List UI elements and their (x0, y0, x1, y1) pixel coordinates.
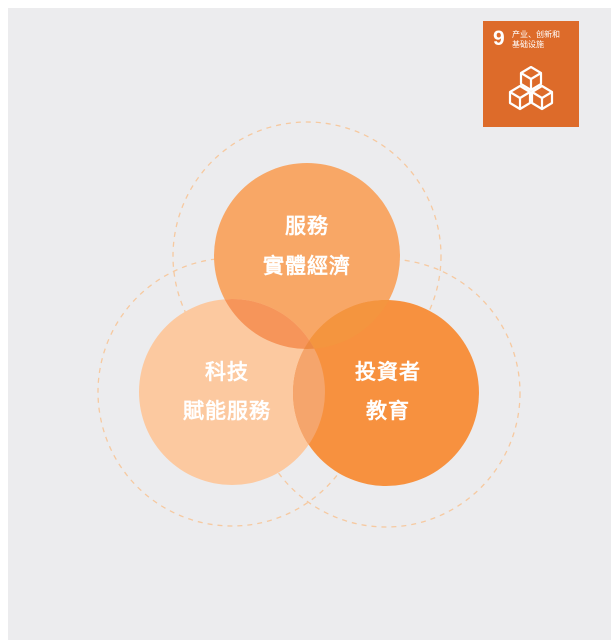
circle-left-label-line1: 科技 (205, 360, 249, 384)
circle-top (214, 163, 400, 349)
circle-right-label: 投資者 教育 (318, 360, 458, 423)
circle-left-label-line2: 賦能服務 (183, 399, 271, 423)
sdg-goal-title-line2: 基础设施 (512, 40, 544, 49)
stacked-cubes-icon (508, 66, 554, 111)
sdg-goal-number: 9 (493, 27, 505, 50)
sdg-goal-badge: 9 产业、创新和 基础设施 (483, 21, 579, 127)
circle-top-label-line2: 實體經濟 (263, 254, 351, 278)
sdg-goal-title: 产业、创新和 基础设施 (512, 30, 576, 50)
circle-top-label: 服務 實體經濟 (237, 214, 377, 278)
circle-right-label-line1: 投資者 (355, 360, 421, 384)
circle-right-label-line2: 教育 (366, 399, 410, 423)
circle-left-label: 科技 賦能服務 (157, 360, 297, 423)
circle-right (293, 300, 479, 486)
circle-top-label-line1: 服務 (285, 214, 329, 238)
sdg-goal-title-line1: 产业、创新和 (512, 30, 560, 39)
circle-left (139, 299, 325, 485)
